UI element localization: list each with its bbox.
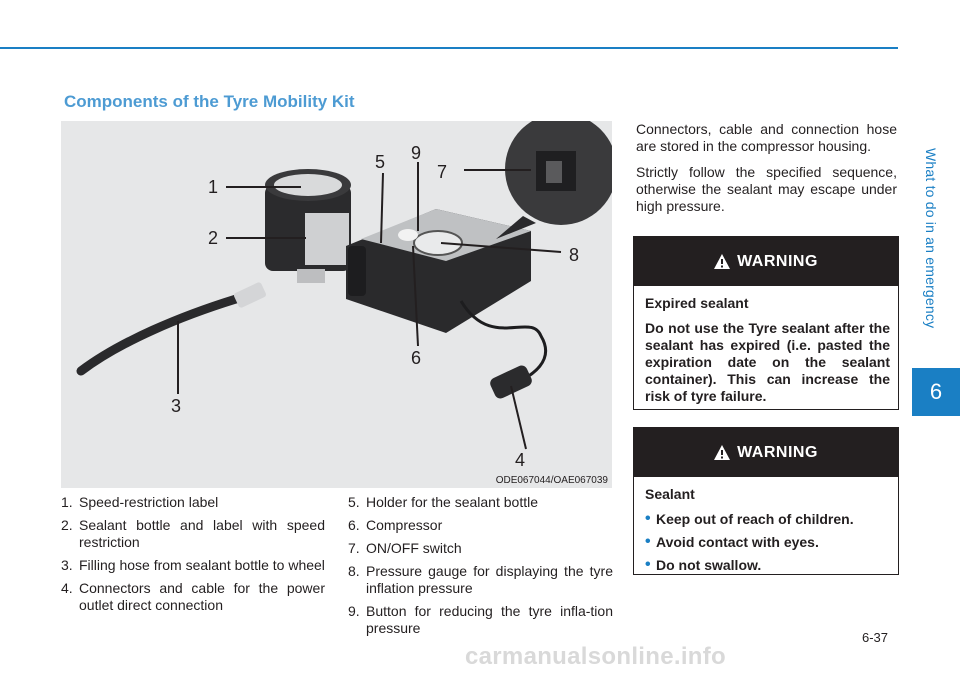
list-item: 4. Connectors and cable for the power out… [61, 580, 325, 614]
list-item: Do not swallow. [645, 556, 890, 574]
warning-box-sealant: WARNING Sealant Keep out of reach of chi… [633, 427, 899, 575]
callout-9: 9 [411, 143, 421, 163]
chapter-tab[interactable]: 6 [912, 368, 960, 416]
list-item-text: Sealant bottle and label with speed rest… [79, 517, 325, 550]
list-item-number: 2. [61, 517, 73, 533]
figure-code: ODE067044/OAE067039 [495, 475, 608, 486]
warning-list: Keep out of reach of children. Avoid con… [645, 510, 890, 574]
list-item-text: Speed-restriction label [79, 494, 219, 510]
warning-triangle-icon [714, 445, 731, 460]
list-item: 6. Compressor [348, 517, 613, 534]
list-item: 9. Button for reducing the tyre infla-tio… [348, 603, 613, 637]
tyre-mobility-kit-figure: 1 2 3 4 5 6 7 8 9 ODE067044/OAE067039 [61, 121, 612, 488]
list-item: 8. Pressure gauge for displaying the tyre… [348, 563, 613, 597]
chapter-side-label-text: What to do in an emergency [923, 148, 939, 329]
warning-label: WARNING [737, 443, 818, 461]
list-item-number: 7. [348, 540, 360, 556]
list-item-number: 1. [61, 494, 73, 510]
list-item-number: 4. [61, 580, 73, 596]
warning-triangle-icon [714, 254, 731, 269]
paragraph: Connectors, cable and connection hose ar… [636, 121, 897, 154]
list-item: 3. Filling hose from sealant bottle to wh… [61, 557, 325, 574]
list-item: 5. Holder for the sealant bottle [348, 494, 613, 511]
kit-illustration: 1 2 3 4 5 6 7 8 9 [76, 121, 612, 470]
warning-subtitle: Sealant [645, 486, 695, 502]
power-plug [490, 365, 532, 399]
warning-text: Do not use the Tyre sealant after the se… [645, 320, 890, 404]
callout-5: 5 [375, 152, 385, 172]
warning-header: WARNING [634, 237, 898, 286]
list-item-number: 3. [61, 557, 73, 573]
callout-7: 7 [437, 162, 447, 182]
warning-box-expired-sealant: WARNING Expired sealant Do not use the T… [633, 236, 899, 410]
warning-body: Sealant Keep out of reach of children. A… [634, 477, 898, 589]
list-item-text: ON/OFF switch [366, 540, 462, 556]
warning-body: Expired sealant Do not use the Tyre seal… [634, 286, 898, 414]
list-item: 1. Speed-restriction label [61, 494, 325, 511]
callout-3: 3 [171, 396, 181, 416]
power-cable [459, 300, 548, 385]
list-item-text: Holder for the sealant bottle [366, 494, 538, 510]
sealant-bottle [265, 169, 351, 283]
list-item-number: 6. [348, 517, 360, 533]
section-title: Components of the Tyre Mobility Kit [64, 92, 355, 111]
watermark: carmanualsonline.info [465, 643, 727, 670]
list-item-text: Filling hose from sealant bottle to whee… [79, 557, 325, 573]
list-item-text: Pressure gauge for displaying the tyre i… [366, 563, 613, 596]
list-item: 7. ON/OFF switch [348, 540, 613, 557]
compressor [346, 209, 531, 333]
list-item: Keep out of reach of children. [645, 510, 890, 528]
callout-6: 6 [411, 348, 421, 368]
list-item-text: Connectors and cable for the power outle… [79, 580, 325, 613]
callout-lines [177, 162, 562, 450]
list-item-number: 5. [348, 494, 360, 510]
list-item-text: Button for reducing the tyre infla-tion … [366, 603, 613, 636]
callout-4: 4 [515, 450, 525, 470]
list-item-number: 9. [348, 603, 360, 619]
switch-inset [496, 121, 612, 239]
list-item: Avoid contact with eyes. [645, 533, 890, 551]
warning-header: WARNING [634, 428, 898, 477]
page-number: 6-37 [862, 630, 889, 645]
list-item-text: Compressor [366, 517, 443, 533]
callout-numbers: 1 2 3 4 5 6 7 8 9 [171, 143, 579, 470]
warning-label: WARNING [737, 252, 818, 270]
component-list-right: 5. Holder for the sealant bottle 6. Compre… [348, 494, 613, 643]
callout-2: 2 [208, 228, 218, 248]
list-item-number: 8. [348, 563, 360, 579]
list-item: 2. Sealant bottle and label with speed re… [61, 517, 325, 551]
callout-1: 1 [208, 177, 218, 197]
body-text: Connectors, cable and connection hose ar… [636, 121, 897, 224]
filling-hose [76, 294, 241, 376]
paragraph: Strictly follow the specified sequence, … [636, 164, 897, 214]
warning-subtitle: Expired sealant [645, 295, 749, 311]
callout-8: 8 [569, 245, 579, 265]
component-list-left: 1. Speed-restriction label 2. Sealant bott… [61, 494, 325, 620]
header-rule [0, 47, 898, 49]
